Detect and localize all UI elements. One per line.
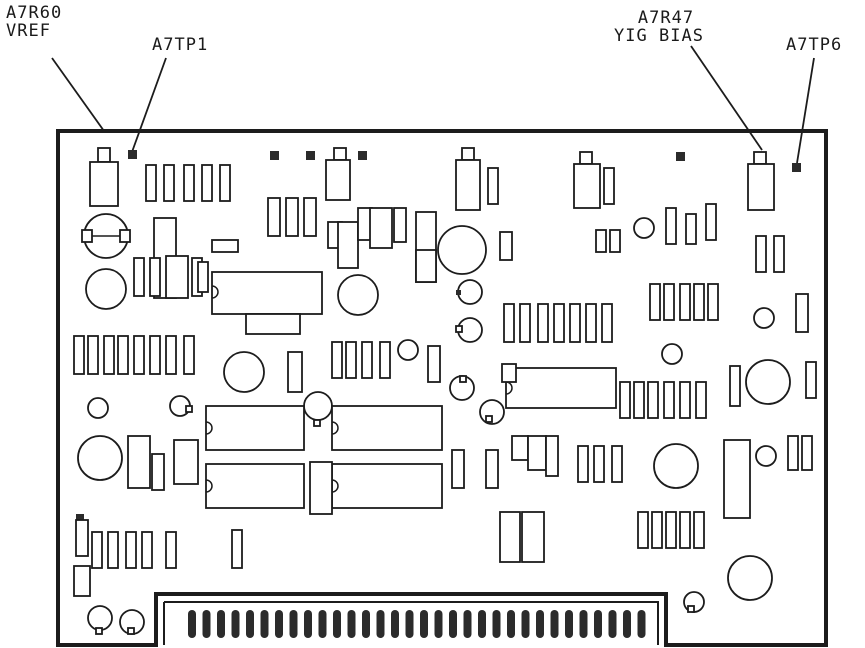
leader-a7r47	[690, 45, 763, 151]
connector-finger	[217, 610, 225, 638]
leader-a7tp6	[796, 57, 815, 164]
connector-finger	[492, 610, 501, 638]
connector-finger	[550, 610, 559, 638]
cap-c3	[337, 274, 379, 316]
connector-finger	[478, 610, 486, 638]
trimmer-a7r47	[747, 151, 775, 211]
connector-finger	[463, 610, 472, 638]
connector-finger	[275, 610, 283, 638]
leader-a7tp1	[131, 57, 167, 153]
connector-finger	[608, 610, 617, 638]
connector-finger	[507, 610, 515, 638]
resistor-row-center	[287, 303, 613, 393]
cap-c1	[437, 225, 487, 275]
connector-finger	[304, 610, 312, 638]
resistors-top-left	[145, 164, 231, 202]
connector-finger	[420, 610, 428, 638]
connector-finger	[623, 610, 631, 638]
component-cluster-center	[327, 207, 437, 283]
ic-u3	[205, 405, 305, 451]
cap-c7	[745, 359, 791, 405]
connector-finger	[231, 610, 240, 638]
cap-c6	[653, 443, 699, 489]
ic-u4	[331, 405, 443, 451]
ic-u1	[211, 271, 323, 335]
connector-finger	[260, 610, 269, 638]
cap-c2	[85, 268, 127, 310]
connector-finger	[449, 610, 457, 638]
resistor-row-mid-left	[73, 335, 195, 375]
connector-finger	[521, 610, 530, 638]
connector-finger	[318, 610, 327, 638]
connector-finger	[637, 610, 646, 638]
transistor-left	[81, 213, 131, 259]
connector-finger	[536, 610, 544, 638]
resistor-row-right	[595, 203, 817, 419]
connector-finger	[391, 610, 399, 638]
connector-finger	[188, 610, 196, 638]
connector-finger	[333, 610, 341, 638]
cap-c8	[727, 555, 773, 601]
leader-a7r60	[51, 57, 105, 132]
trimmer-a7r60	[89, 147, 119, 207]
ic-u6	[331, 463, 443, 509]
label-a7r60-name: VREF	[6, 21, 51, 41]
trimmer-center	[325, 147, 351, 201]
cap-c4	[223, 351, 265, 393]
connector-finger	[405, 610, 414, 638]
connector-finger	[565, 610, 573, 638]
edge-connector-fingers	[188, 610, 646, 638]
connector-finger	[246, 610, 254, 638]
connector-finger	[579, 610, 588, 638]
connector-finger	[289, 610, 298, 638]
cap-c5	[77, 435, 123, 481]
trimmer-right	[573, 151, 601, 209]
connector-finger	[362, 610, 370, 638]
resistors-top-mid	[267, 167, 615, 237]
label-a7r60-ref: A7R60	[6, 3, 63, 23]
label-a7r47-ref: A7R47	[637, 8, 695, 28]
label-a7r47-name: YIG BIAS	[614, 26, 704, 46]
test-points	[128, 150, 801, 172]
connector-finger	[594, 610, 602, 638]
ic-u2	[501, 363, 617, 409]
label-a7tp1: A7TP1	[152, 35, 209, 55]
trimmer-center-right	[455, 147, 481, 211]
ic-u5	[205, 463, 305, 509]
connector-finger	[202, 610, 211, 638]
resistor-row-left	[133, 255, 209, 299]
label-a7tp6: A7TP6	[786, 35, 843, 55]
connector-finger	[434, 610, 443, 638]
connector-finger	[347, 610, 356, 638]
board-outline	[56, 129, 828, 647]
connector-finger	[376, 610, 385, 638]
